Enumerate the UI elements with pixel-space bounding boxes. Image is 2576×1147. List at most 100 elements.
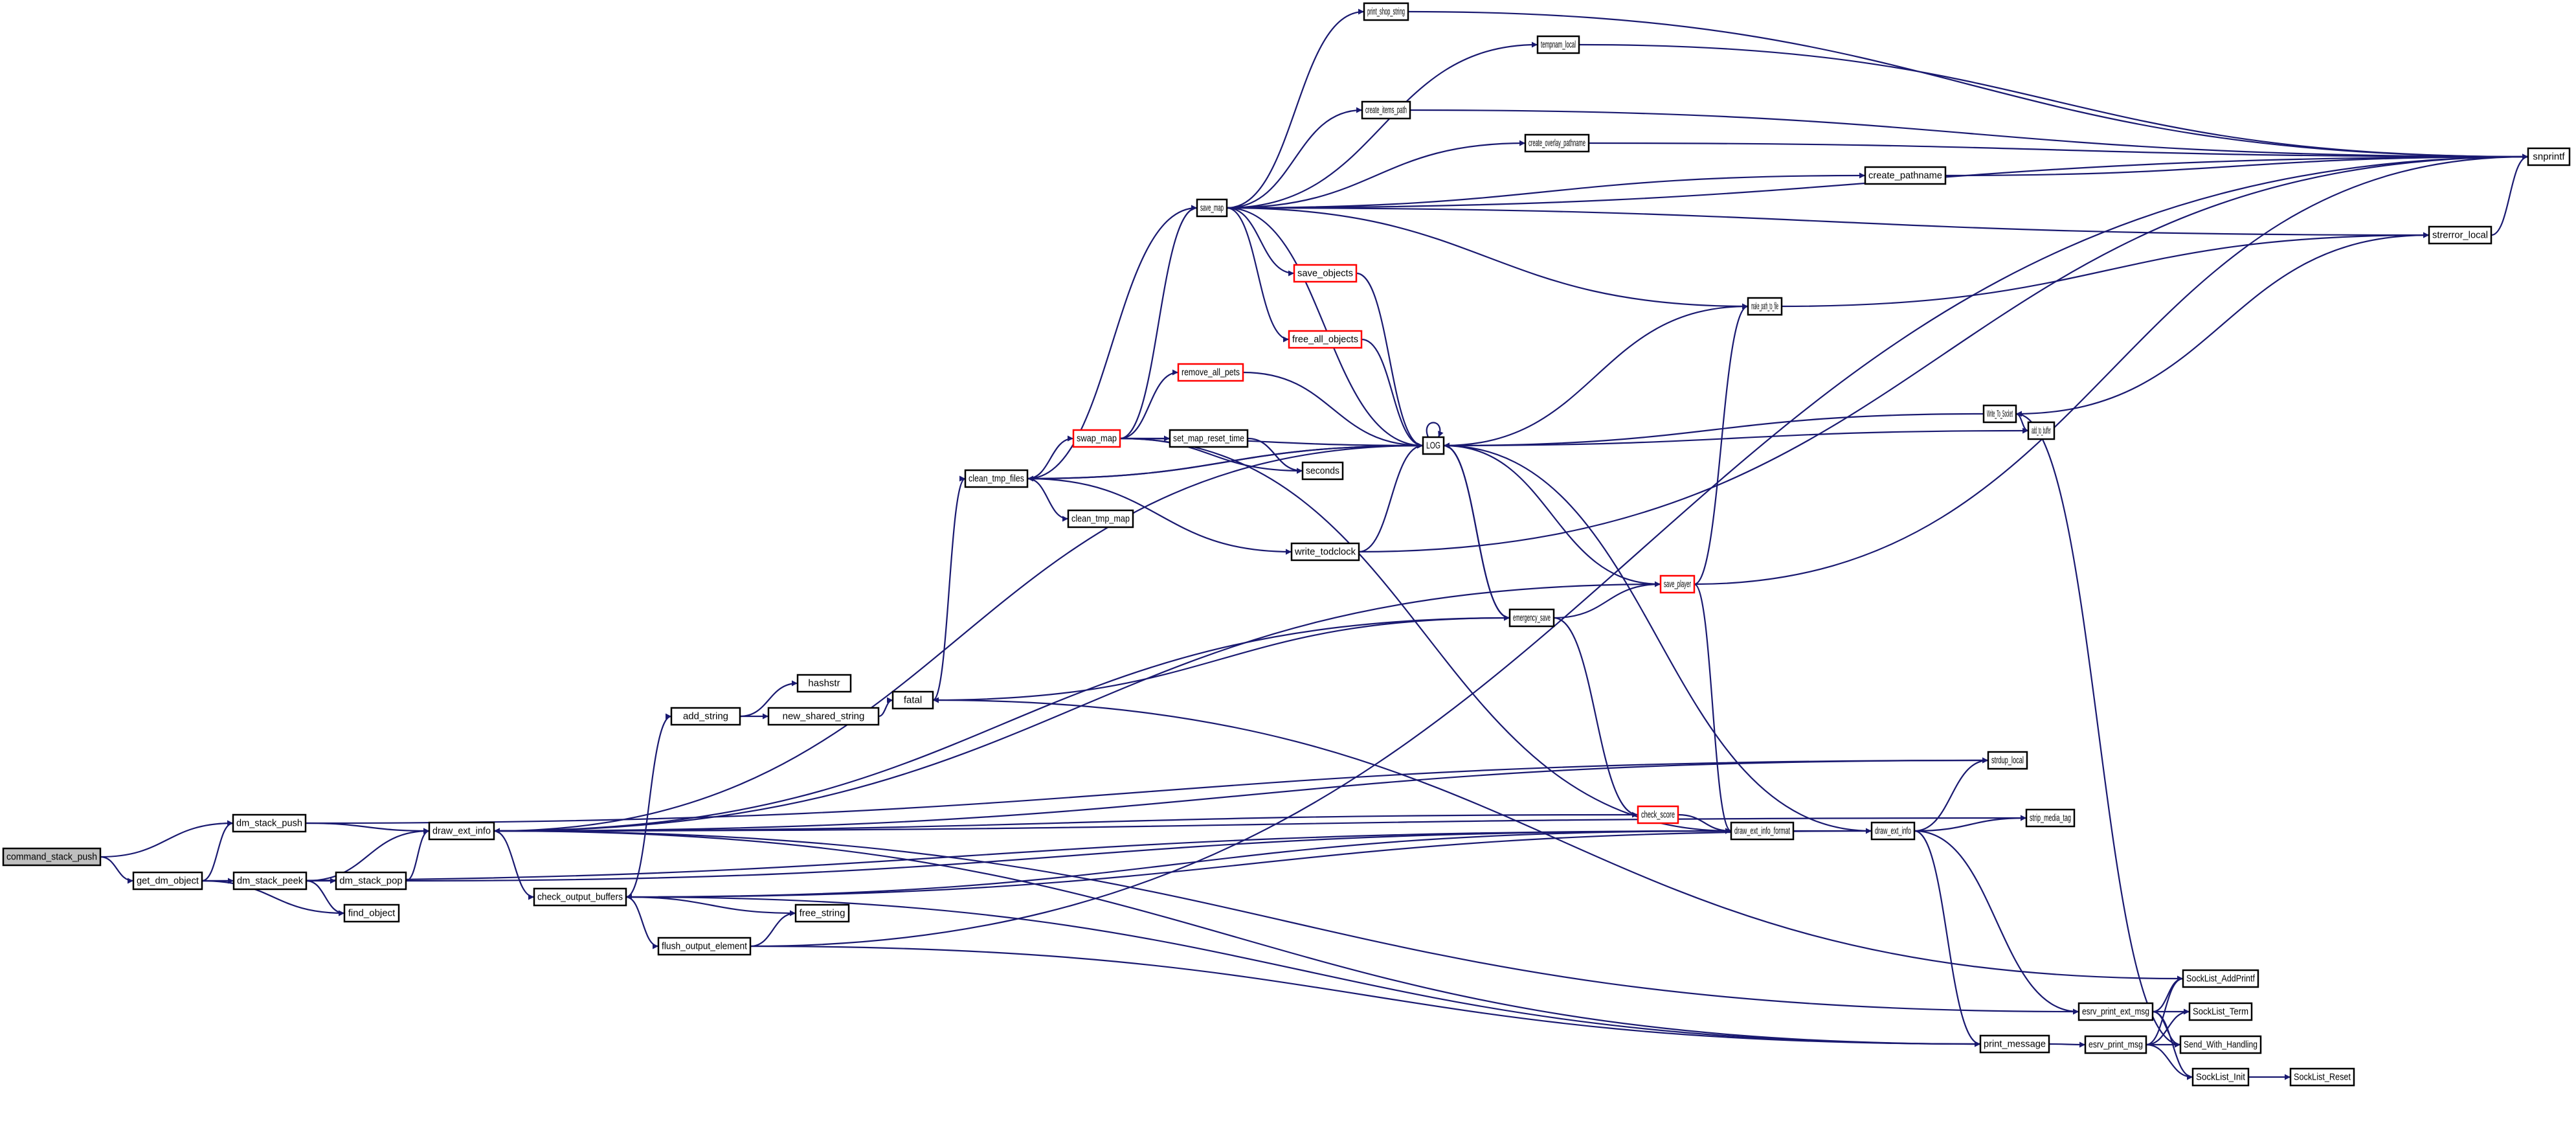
node-box[interactable] (132, 871, 203, 891)
node-write-to-socket[interactable]: Write_To_Socket (1982, 404, 2017, 424)
node-flush-output-element[interactable]: flush_output_element (657, 937, 752, 956)
node-box[interactable] (1290, 542, 1360, 562)
node-esrv-print-msg[interactable]: esrv_print_msg (2084, 1035, 2147, 1054)
node-tempnam-local[interactable]: tempnam_local (1536, 35, 1580, 54)
node-box[interactable] (1659, 574, 1696, 594)
node-box[interactable] (232, 871, 308, 891)
node-box[interactable] (1293, 264, 1358, 283)
node-print-message[interactable]: print_message (1979, 1034, 2050, 1054)
node-dm-stack-pop[interactable]: dm_stack_pop (335, 871, 407, 891)
node-socklist-init[interactable]: SockList_Init (2191, 1067, 2250, 1087)
node-box[interactable] (670, 707, 741, 726)
node-snprintf[interactable]: snprintf (2527, 147, 2571, 166)
node-box[interactable] (1067, 509, 1134, 528)
node-box[interactable] (1979, 1034, 2050, 1054)
node-box[interactable] (1730, 821, 1795, 841)
node-write-todclock[interactable]: write_todclock (1290, 542, 1360, 562)
node-box[interactable] (1870, 821, 1916, 841)
node-create-pathname[interactable]: create_pathname (1864, 166, 1947, 185)
node-strerror-local[interactable]: strerror_local (2428, 225, 2492, 245)
node-fatal[interactable]: fatal (891, 690, 934, 710)
node-box[interactable] (1747, 297, 1783, 316)
node-save-player[interactable]: save_player (1659, 574, 1696, 594)
node-box[interactable] (2, 847, 102, 867)
node-check-output-buffers[interactable]: check_output_buffers (533, 887, 627, 907)
node-box[interactable] (2078, 1002, 2154, 1021)
node-add-to-buffer[interactable]: add_to_buffer (2027, 421, 2055, 440)
node-add-string[interactable]: add_string (670, 707, 741, 726)
node-box[interactable] (1524, 133, 1590, 153)
node-create-items-path[interactable]: create_items_path (1361, 100, 1411, 120)
node-new-shared-string[interactable]: new_shared_string (767, 707, 880, 726)
node-send-with-handling[interactable]: Send_With_Handling (2179, 1035, 2262, 1054)
node-box[interactable] (1072, 429, 1121, 448)
node-box[interactable] (2188, 1002, 2253, 1021)
node-emergency-save[interactable]: emergency_save (1508, 608, 1555, 628)
node-box[interactable] (1288, 330, 1363, 349)
node-box[interactable] (1987, 751, 2028, 770)
node-box[interactable] (1422, 436, 1445, 455)
node-box[interactable] (2179, 1035, 2262, 1054)
node-box[interactable] (1982, 404, 2017, 424)
node-dm-stack-peek[interactable]: dm_stack_peek (232, 871, 308, 891)
node-swap-map[interactable]: swap_map (1072, 429, 1121, 448)
node-free-string[interactable]: free_string (794, 903, 850, 923)
node-free-all-objects[interactable]: free_all_objects (1288, 330, 1363, 349)
node-box[interactable] (1361, 100, 1411, 120)
node-draw-ext-info-2[interactable]: draw_ext_info (1870, 821, 1916, 841)
node-check-score[interactable]: check_score (1637, 805, 1679, 824)
node-box[interactable] (533, 887, 627, 907)
node-save-objects[interactable]: save_objects (1293, 264, 1358, 283)
node-box[interactable] (2084, 1035, 2147, 1054)
node-box[interactable] (2527, 147, 2571, 166)
node-box[interactable] (1169, 429, 1249, 448)
node-save-map[interactable]: save_map (1196, 198, 1228, 218)
node-box[interactable] (1508, 608, 1555, 628)
node-box[interactable] (657, 937, 752, 956)
node-command-stack-push[interactable]: command_stack_push (2, 847, 102, 867)
node-box[interactable] (335, 871, 407, 891)
node-box[interactable] (1864, 166, 1947, 185)
node-seconds[interactable]: seconds (1301, 461, 1344, 481)
node-clean-tmp-map[interactable]: clean_tmp_map (1067, 509, 1134, 528)
node-box[interactable] (2289, 1067, 2355, 1087)
node-box[interactable] (794, 903, 850, 923)
node-find-object[interactable]: find_object (343, 903, 400, 923)
node-draw-ext-info-format[interactable]: draw_ext_info_format (1730, 821, 1795, 841)
node-strip-media-tag[interactable]: strip_media_tag (2025, 808, 2076, 828)
node-dm-stack-push[interactable]: dm_stack_push (232, 813, 307, 833)
node-box[interactable] (343, 903, 400, 923)
node-box[interactable] (891, 690, 934, 710)
node-get-dm-object[interactable]: get_dm_object (132, 871, 203, 891)
node-box[interactable] (1177, 363, 1244, 382)
node-box[interactable] (1637, 805, 1679, 824)
node-box[interactable] (428, 821, 495, 841)
node-log[interactable]: LOG (1422, 436, 1445, 455)
node-box[interactable] (1301, 461, 1344, 481)
node-socklist-addprintf[interactable]: SockList_AddPrintf (2182, 969, 2259, 988)
node-esrv-print-ext-msg[interactable]: esrv_print_ext_msg (2078, 1002, 2154, 1021)
node-box[interactable] (2428, 225, 2492, 245)
node-box[interactable] (964, 469, 1029, 488)
node-remove-all-pets[interactable]: remove_all_pets (1177, 363, 1244, 382)
node-box[interactable] (2025, 808, 2076, 828)
node-box[interactable] (1536, 35, 1580, 54)
node-box[interactable] (1196, 198, 1228, 218)
node-box[interactable] (1363, 2, 1409, 21)
node-box[interactable] (2182, 969, 2259, 988)
node-set-map-reset-time[interactable]: set_map_reset_time (1169, 429, 1249, 448)
node-box[interactable] (767, 707, 880, 726)
node-hashstr[interactable]: hashstr (796, 674, 852, 693)
node-print-shop-string[interactable]: print_shop_string (1363, 2, 1409, 21)
node-draw-ext-info[interactable]: draw_ext_info (428, 821, 495, 841)
node-box[interactable] (232, 813, 307, 833)
node-strdup-local[interactable]: strdup_local (1987, 751, 2028, 770)
node-box[interactable] (2191, 1067, 2250, 1087)
node-box[interactable] (2027, 421, 2055, 440)
node-box[interactable] (796, 674, 852, 693)
node-socklist-term[interactable]: SockList_Term (2188, 1002, 2253, 1021)
node-create-overlay-pathname[interactable]: create_overlay_pathname (1524, 133, 1590, 153)
node-make-path-to-file[interactable]: make_path_to_file (1747, 297, 1783, 316)
node-clean-tmp-files[interactable]: clean_tmp_files (964, 469, 1029, 488)
node-socklist-reset[interactable]: SockList_Reset (2289, 1067, 2355, 1087)
